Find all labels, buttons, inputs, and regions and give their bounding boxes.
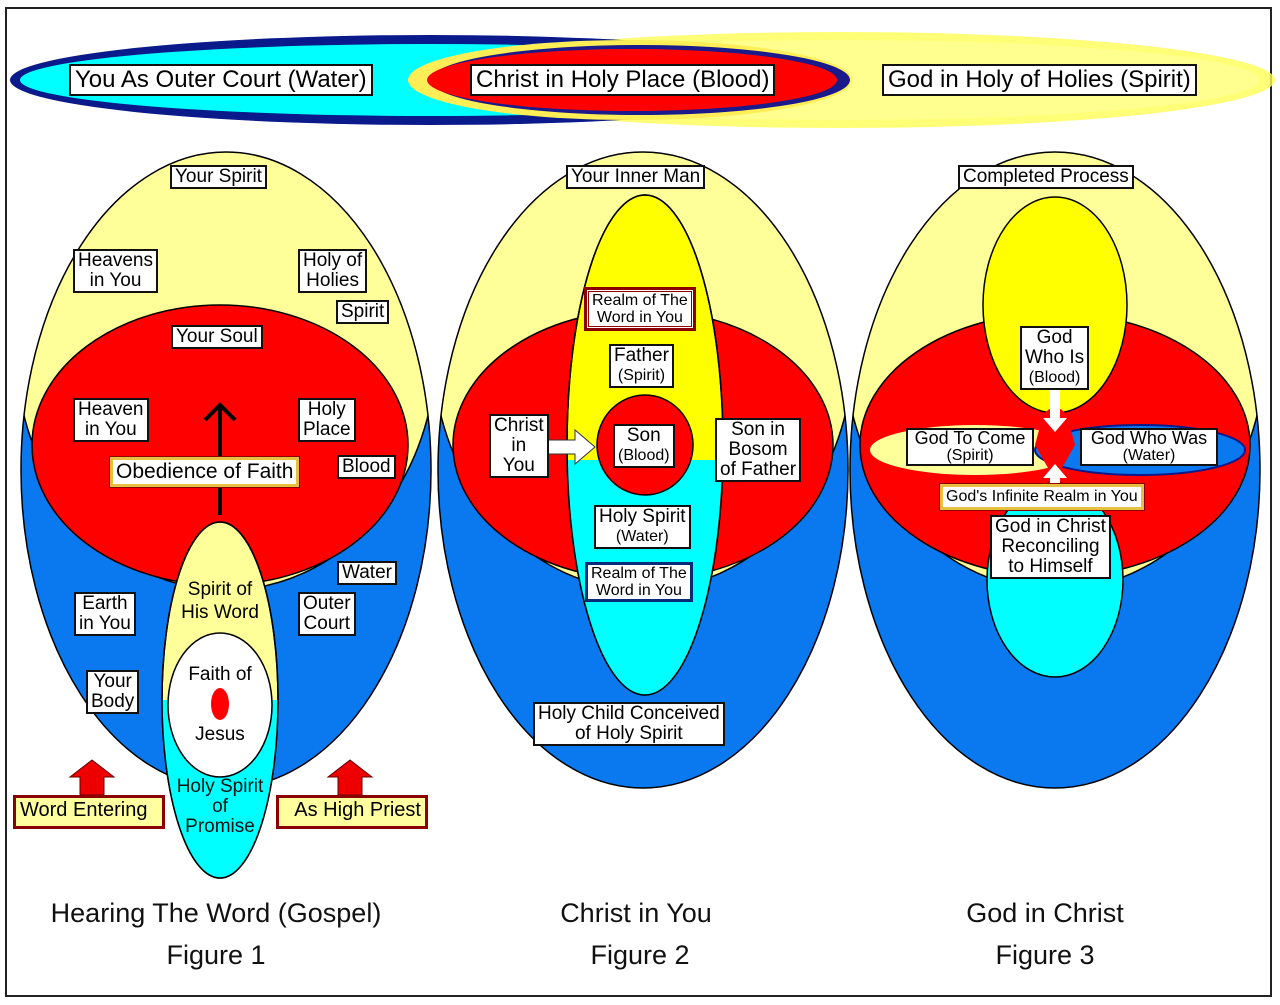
figure-3-shapes	[849, 151, 1261, 789]
obedience-of-faith-label: Obedience of Faith	[108, 456, 301, 488]
gods-infinite-realm-label: God's Infinite Realm in You	[939, 483, 1145, 511]
father-label: Father(Spirit)	[609, 344, 674, 388]
reconciling-ellipse	[986, 482, 1124, 678]
figure-3-caption-number: Figure 3	[995, 940, 1095, 970]
blood-drop	[211, 688, 229, 720]
figure-1-shapes	[20, 151, 432, 879]
spirit-label: Spirit	[336, 300, 390, 324]
completed-process-label: Completed Process	[958, 165, 1134, 189]
god-to-come-label: God To Come(Spirit)	[906, 428, 1034, 466]
as-high-priest-label: As High Priest	[276, 795, 428, 829]
word-entering-label: Word Entering	[13, 795, 165, 829]
water-label: Water	[337, 561, 397, 585]
figure-1-caption-number: Figure 1	[166, 940, 266, 970]
word-entering-arrow	[68, 759, 116, 796]
obedience-arrow-head	[203, 402, 237, 422]
down-arrow-shaft	[1050, 390, 1060, 420]
christ-in-you-arrow	[547, 428, 596, 466]
blood-label: Blood	[337, 455, 396, 479]
jesus-label: Jesus	[195, 724, 245, 745]
banner-outer-court-label: You As Outer Court (Water)	[69, 64, 373, 96]
figure-1-caption-title: Hearing The Word (Gospel)	[50, 898, 382, 928]
banner-holy-of-holies-label: God in Holy of Holies (Spirit)	[882, 64, 1197, 96]
your-inner-man-label: Your Inner Man	[566, 165, 706, 189]
banner-holy-place-label: Christ in Holy Place (Blood)	[470, 64, 776, 96]
down-arrow-head	[1043, 418, 1067, 432]
figure-3-caption-title: God in Christ	[966, 898, 1124, 928]
center-blood-drop	[1035, 407, 1075, 468]
god-who-was-label: God Who Was(Water)	[1080, 428, 1218, 466]
high-priest-arrow	[326, 759, 374, 796]
up-arrow	[1043, 464, 1067, 485]
faith-of-label: Faith of	[188, 664, 252, 685]
your-spirit-label: Your Spirit	[170, 165, 267, 189]
your-soul-label: Your Soul	[171, 325, 263, 349]
figure-2-caption-number: Figure 2	[590, 940, 690, 970]
figure-2-caption-title: Christ in You	[560, 898, 712, 928]
son-label: Son(Blood)	[613, 424, 675, 468]
holy-spirit-water-label: Holy Spirit(Water)	[594, 505, 691, 549]
